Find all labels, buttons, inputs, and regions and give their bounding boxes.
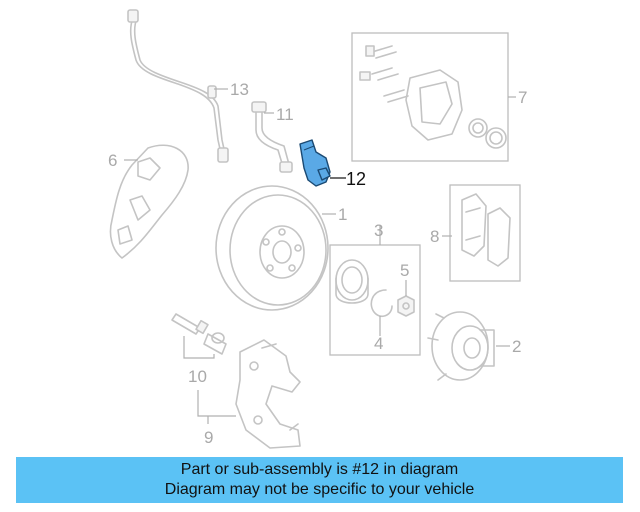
banner-line-2: Diagram may not be specific to your vehi…	[164, 481, 475, 498]
part-6-splash-shield	[109, 144, 189, 259]
banner-line-1: Part or sub-assembly is #12 in diagram	[180, 461, 459, 478]
callout-10: 10	[188, 367, 207, 386]
callout-11: 11	[276, 105, 294, 124]
part-5-hub-nut	[397, 295, 415, 317]
callout-7: 7	[518, 88, 527, 107]
callout-4: 4	[374, 334, 383, 353]
callout-8: 8	[430, 227, 439, 246]
part-8-brake-pads	[461, 193, 511, 267]
part-4-snap-ring	[370, 289, 393, 318]
bearing-box	[329, 244, 421, 356]
callout-6: 6	[108, 151, 117, 170]
brake-pads-box	[449, 184, 521, 282]
callout-5: 5	[400, 261, 409, 280]
caliper-assembly-box	[351, 32, 509, 162]
part-12-speed-sensor	[299, 139, 331, 187]
part-13-sensor-wire	[127, 9, 229, 163]
info-banner: Part or sub-assembly is #12 in diagram D…	[16, 457, 623, 503]
callout-9: 9	[204, 428, 213, 447]
part-7-brake-caliper	[359, 45, 507, 149]
callout-13: 13	[230, 80, 249, 99]
callout-3: 3	[374, 221, 383, 240]
callout-2: 2	[512, 337, 521, 356]
callout-12: 12	[346, 169, 366, 189]
part-11-brake-hose	[251, 101, 293, 173]
callout-1: 1	[338, 205, 347, 224]
part-10-guide-pins	[171, 313, 227, 355]
part-2-wheel-hub	[427, 311, 495, 381]
part-3-wheel-bearing	[335, 259, 369, 304]
part-1-brake-rotor	[215, 185, 329, 311]
part-9-caliper-bracket	[235, 339, 301, 449]
